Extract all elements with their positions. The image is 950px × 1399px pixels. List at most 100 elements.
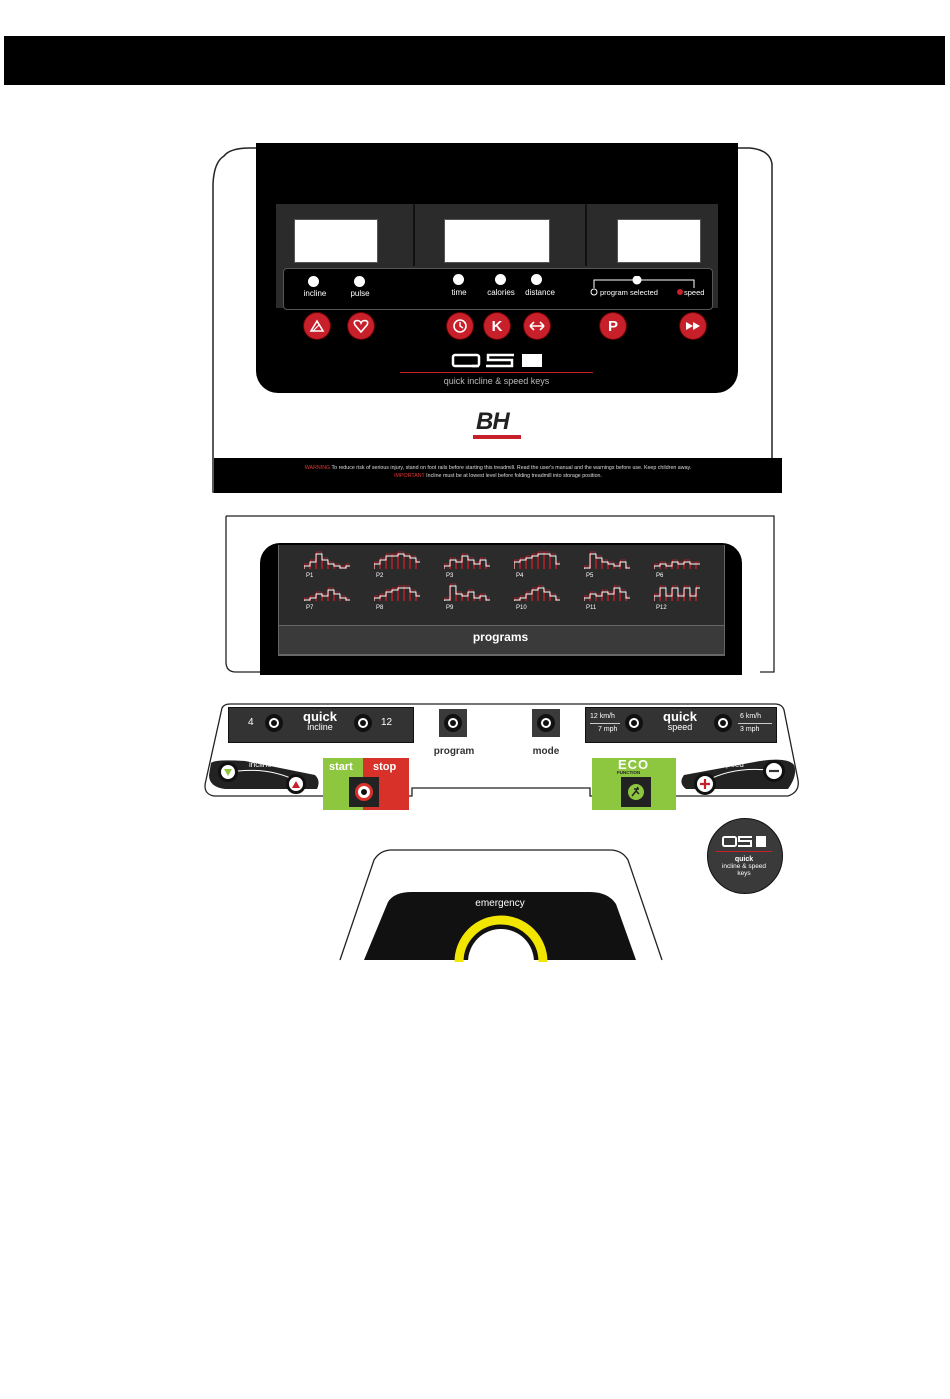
- program-profile-bar: [486, 563, 490, 569]
- program-profile-bar: [596, 555, 602, 569]
- triangle-down-icon: [224, 768, 232, 776]
- program-profile-icon: [304, 587, 350, 601]
- time-button[interactable]: [447, 313, 473, 339]
- start-stop-button[interactable]: [349, 777, 379, 807]
- program-profile-bar: [602, 559, 608, 569]
- quick-speed-12-button[interactable]: [625, 714, 643, 732]
- program-profile-bar: [398, 551, 404, 569]
- speed-slide-label: speed: [722, 760, 744, 769]
- programs-title-bar: [278, 625, 725, 655]
- program-button[interactable]: P: [600, 313, 626, 339]
- incline-down-button[interactable]: [218, 762, 238, 782]
- start-label: start: [329, 761, 353, 773]
- incline-button[interactable]: [304, 313, 330, 339]
- program-profile-bar: [404, 553, 410, 569]
- program-profile-bar: [322, 593, 328, 601]
- emergency-stop-button[interactable]: [454, 912, 548, 962]
- program-profile-bar: [584, 565, 590, 569]
- program-profile-bar: [380, 593, 386, 601]
- program-label: P6: [656, 573, 664, 579]
- program-key[interactable]: [439, 709, 467, 737]
- program-profile-bar: [322, 557, 328, 569]
- program-profile-bar: [392, 553, 398, 569]
- program-profile-bar: [380, 557, 386, 569]
- quick-incline-12-button[interactable]: [354, 714, 372, 732]
- program-profile-bar: [456, 591, 462, 601]
- program-label: P12: [656, 605, 667, 611]
- program-profile-line: [654, 561, 700, 569]
- program-profile-bar: [374, 561, 380, 569]
- program-profile-line: [514, 553, 560, 569]
- calories-button[interactable]: K: [484, 313, 510, 339]
- program-profile-bar: [392, 587, 398, 601]
- quick-speed-6-button[interactable]: [714, 714, 732, 732]
- speed-low-mph: 3 mph: [740, 726, 760, 733]
- speed-high-mph: 7 mph: [598, 726, 618, 733]
- program-profile-bar: [520, 557, 526, 569]
- program-profile-bar: [444, 597, 450, 601]
- program-profile-bar: [556, 561, 560, 569]
- program-profile-line: [374, 587, 420, 601]
- program-profile-bar: [626, 595, 630, 601]
- program-profile-bar: [480, 557, 486, 569]
- program-profile-bar: [520, 595, 526, 601]
- program-profile-bar: [514, 597, 520, 601]
- program-profile-bar: [304, 563, 310, 569]
- quick-incline-4-button[interactable]: [265, 714, 283, 732]
- start-stop-cap[interactable]: [355, 783, 373, 801]
- program-profile-bar: [596, 593, 602, 601]
- program-profile-bar: [374, 595, 380, 601]
- program-profile-bar: [654, 593, 660, 601]
- program-label: P7: [306, 605, 314, 611]
- speed-button[interactable]: [680, 313, 706, 339]
- warning-label: WARNING: [304, 465, 331, 471]
- program-profile-icon: [444, 583, 490, 601]
- speed-down-button[interactable]: [763, 760, 785, 782]
- program-profile-bar: [620, 589, 626, 601]
- program-profile-bar: [346, 597, 350, 601]
- program-profile-bar: [450, 557, 456, 569]
- qsi-logo-icon: [451, 353, 542, 368]
- program-profile-bar: [620, 559, 626, 569]
- program-profile-bar: [474, 561, 480, 569]
- program-profile-line: [654, 587, 700, 601]
- bh-underline: [473, 435, 521, 439]
- program-profile-bar: [462, 593, 468, 601]
- program-profile-bar: [416, 593, 420, 601]
- emergency-label: emergency: [475, 898, 525, 909]
- mode-key-label: mode: [532, 746, 560, 757]
- program-profile-line: [584, 587, 630, 601]
- program-label: P8: [376, 605, 384, 611]
- program-key-cap[interactable]: [444, 714, 462, 732]
- mode-key-cap[interactable]: [537, 714, 555, 732]
- program-key-label: program: [433, 746, 475, 757]
- speed-up-button[interactable]: [694, 773, 716, 795]
- eco-button[interactable]: [621, 777, 651, 807]
- speed-high-kmh: 12 km/h: [590, 713, 615, 720]
- program-profile-bar: [626, 565, 630, 569]
- pulse-label: pulse: [350, 289, 370, 298]
- distance-led: [531, 274, 542, 285]
- program-profile-bar: [410, 555, 416, 569]
- header-bar: [4, 36, 945, 85]
- distance-button[interactable]: [524, 313, 550, 339]
- distance-label: distance: [525, 288, 555, 297]
- incline-up-button[interactable]: [286, 774, 306, 794]
- calories-led: [495, 274, 506, 285]
- program-profile-bar: [532, 553, 538, 569]
- program-profile-bar: [666, 563, 672, 569]
- program-profile-bar: [304, 597, 310, 601]
- heart-icon: [353, 319, 369, 333]
- program-profile-bar: [602, 589, 608, 601]
- program-profile-bar: [526, 591, 532, 601]
- program-profile-icon: [374, 551, 420, 569]
- pulse-button[interactable]: [348, 313, 374, 339]
- program-profile-bar: [316, 591, 322, 601]
- program-profile-bar: [660, 561, 666, 569]
- program-profile-icon: [374, 585, 420, 601]
- program-label: P10: [516, 605, 527, 611]
- program-profile-icon: [584, 551, 630, 569]
- program-profile-bar: [550, 593, 556, 601]
- program-profile-line: [374, 553, 420, 569]
- mode-key[interactable]: [532, 709, 560, 737]
